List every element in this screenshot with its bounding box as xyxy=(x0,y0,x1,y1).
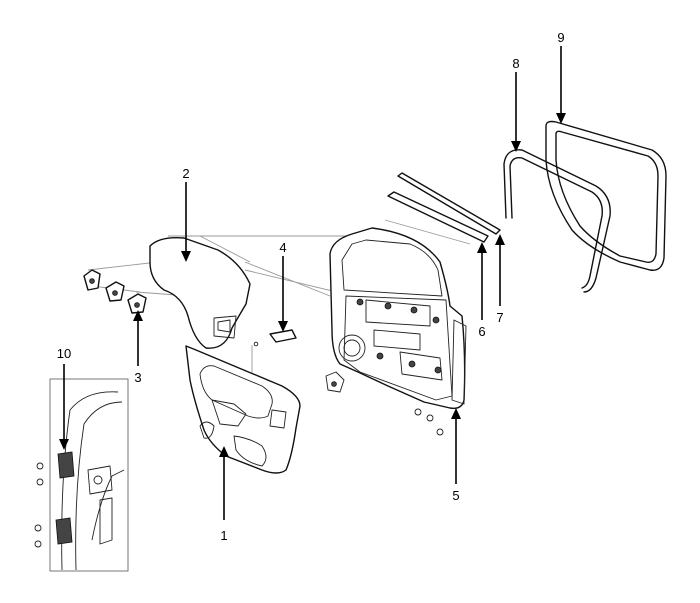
callout-4: 4 xyxy=(279,240,286,255)
callout-9: 9 xyxy=(557,30,564,45)
callout-3: 3 xyxy=(134,370,141,385)
callout-6: 6 xyxy=(478,324,485,339)
part-5-door-frame xyxy=(325,227,467,436)
callout-10: 10 xyxy=(57,346,71,361)
part-2-door-shield xyxy=(149,236,251,349)
callout-2: 2 xyxy=(182,166,189,181)
leader-lines xyxy=(59,46,566,520)
clip-a xyxy=(83,269,101,291)
callout-8: 8 xyxy=(512,56,519,71)
part-4-pad xyxy=(253,329,297,347)
callout-5: 5 xyxy=(452,488,459,503)
part-1-door-trim-panel xyxy=(185,345,301,474)
callout-1: 1 xyxy=(220,528,227,543)
part-6-channel xyxy=(387,191,489,243)
clip-c xyxy=(127,293,147,314)
clip-b xyxy=(105,281,125,302)
hinge-upper xyxy=(36,451,75,486)
part-9-weatherstrip xyxy=(545,120,667,271)
inset-hinge-detail xyxy=(34,378,129,572)
hinge-lower xyxy=(34,517,73,548)
callout-labels: 1 2 3 4 5 6 7 8 9 10 xyxy=(57,30,565,543)
part-8-weatherstrip xyxy=(503,149,611,293)
callout-7: 7 xyxy=(496,310,503,325)
part-7-channel xyxy=(397,172,501,235)
part-3-clips xyxy=(83,269,147,314)
